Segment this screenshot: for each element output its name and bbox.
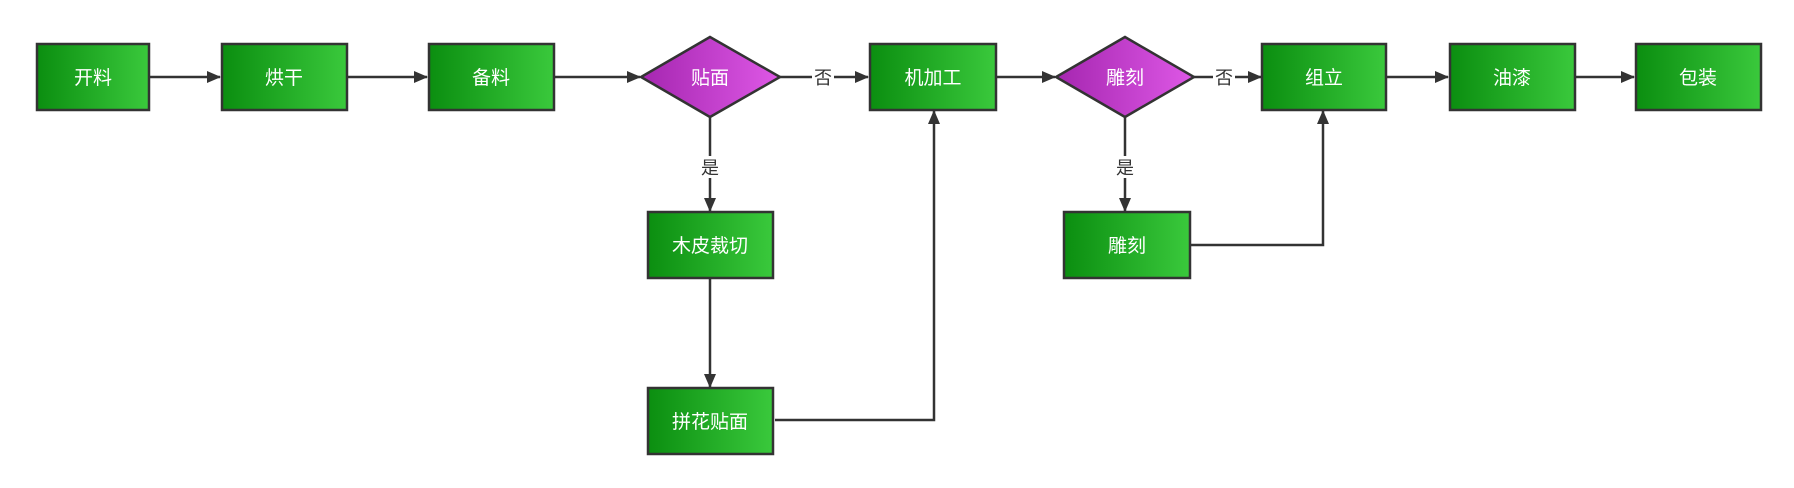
- node-honggan[interactable]: 烘干: [220, 42, 349, 112]
- node-baozhuang[interactable]: 包装: [1634, 42, 1763, 112]
- edge-labels: 否 是 否 是: [699, 66, 1235, 179]
- node-kailiao[interactable]: 开料: [35, 42, 151, 112]
- node-diaoke-process-label: 雕刻: [1108, 235, 1146, 257]
- node-mupi-caiqie[interactable]: 木皮裁切: [646, 210, 775, 280]
- edge-label-tiemian-yes: 是: [701, 158, 719, 179]
- node-pinhua-tiemian[interactable]: 拼花贴面: [646, 386, 775, 456]
- node-pinhua-tiemian-label: 拼花贴面: [672, 411, 748, 433]
- node-youqi[interactable]: 油漆: [1448, 42, 1577, 112]
- node-kailiao-label: 开料: [74, 67, 112, 89]
- edge-diaokeprocess-zuli: [1190, 110, 1329, 247]
- edge-pinhua-jijiagong: [775, 110, 940, 422]
- edge-label-diaoke-yes: 是: [1116, 158, 1134, 179]
- edge-label-diaoke-no: 否: [1215, 68, 1233, 89]
- node-honggan-label: 烘干: [265, 67, 303, 89]
- node-jijiagong[interactable]: 机加工: [868, 42, 998, 112]
- node-beiliao[interactable]: 备料: [427, 42, 556, 112]
- node-zuli[interactable]: 组立: [1260, 42, 1388, 112]
- edges: [149, 71, 1635, 422]
- decision-tiemian[interactable]: 贴面: [638, 35, 783, 119]
- decision-tiemian-label: 贴面: [691, 67, 729, 89]
- node-beiliao-label: 备料: [472, 67, 510, 89]
- node-zuli-label: 组立: [1305, 67, 1343, 89]
- node-baozhuang-label: 包装: [1679, 67, 1717, 89]
- decision-diaoke[interactable]: 雕刻: [1053, 35, 1197, 119]
- node-mupi-caiqie-label: 木皮裁切: [672, 235, 748, 257]
- node-diaoke-process[interactable]: 雕刻: [1062, 210, 1192, 280]
- decision-diaoke-label: 雕刻: [1106, 67, 1144, 89]
- node-jijiagong-label: 机加工: [904, 67, 961, 89]
- node-youqi-label: 油漆: [1493, 67, 1531, 89]
- edge-label-tiemian-no: 否: [814, 68, 832, 89]
